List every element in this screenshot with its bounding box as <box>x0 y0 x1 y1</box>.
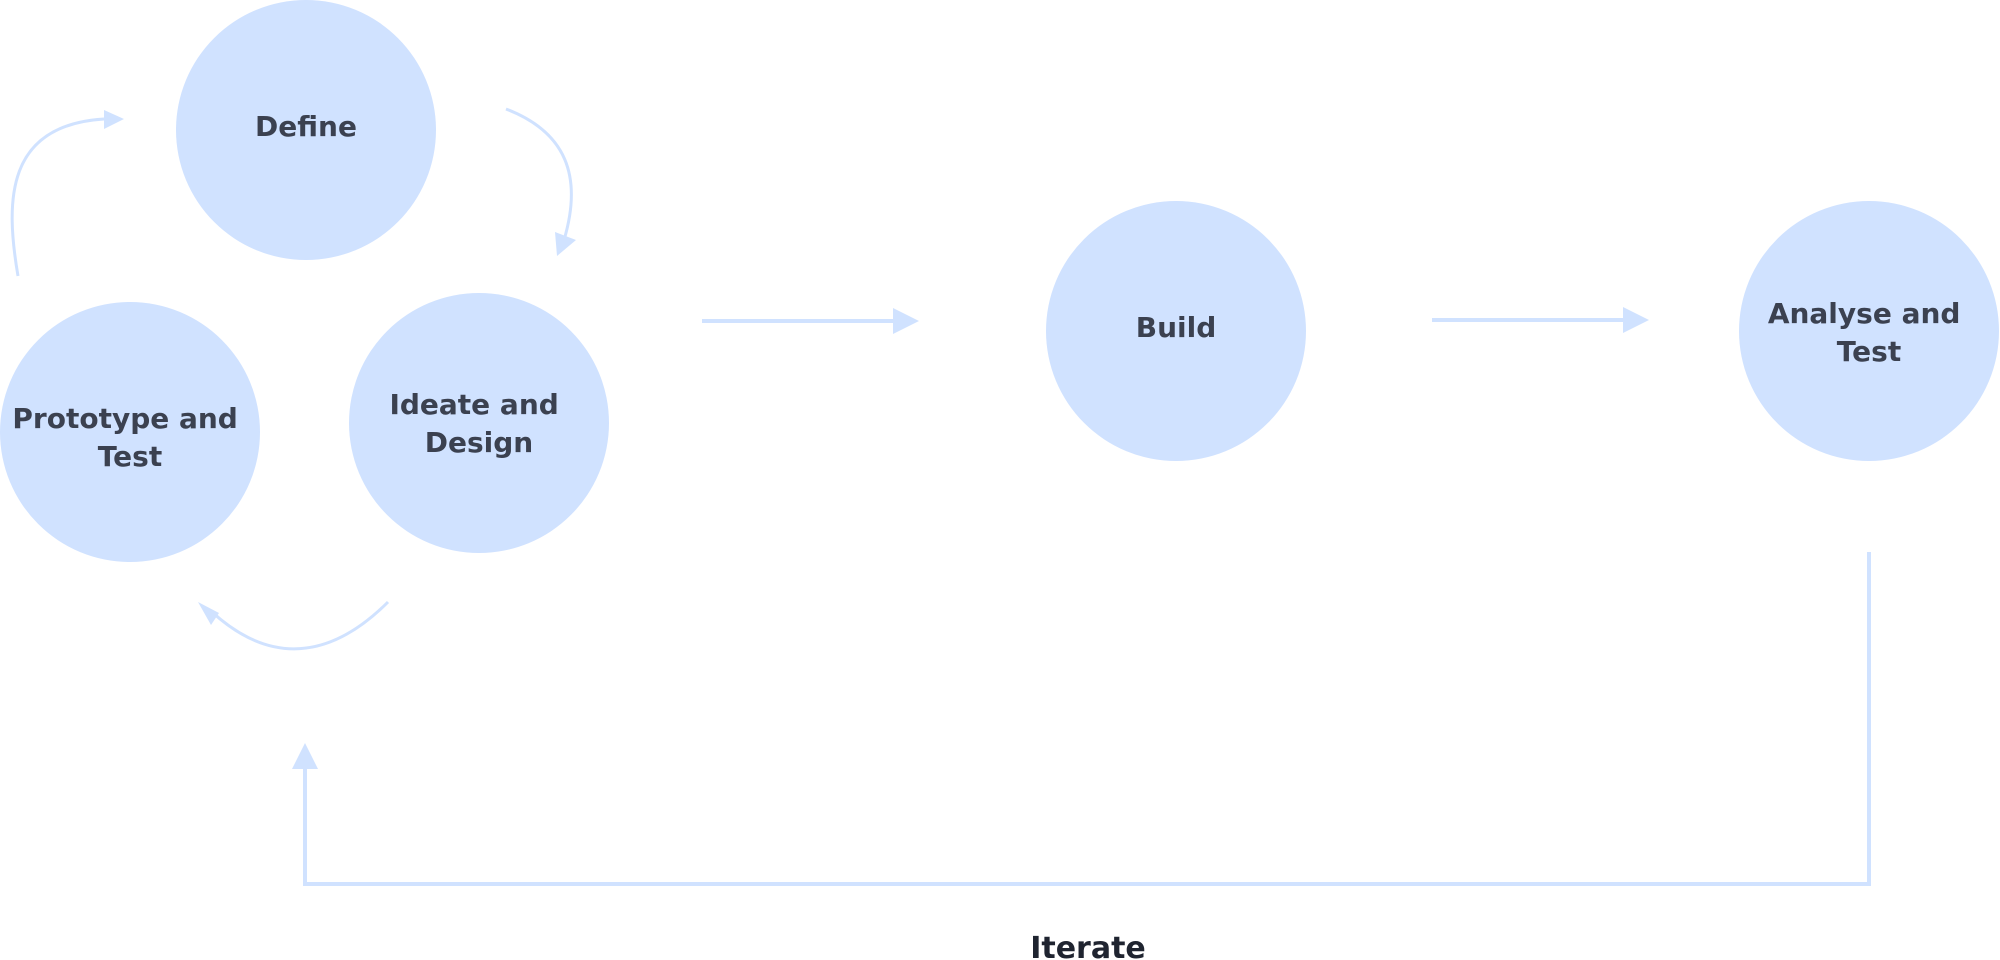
arrow-to-build <box>702 308 919 334</box>
node-define: Define <box>176 0 436 260</box>
node-define-circle <box>176 0 436 260</box>
node-prototype-label-line-1: Prototype and <box>12 402 237 435</box>
node-ideate-label-line-1: Ideate and <box>389 388 558 421</box>
node-analyse-circle <box>1739 201 1999 461</box>
node-define-label: Define <box>255 110 357 143</box>
node-build-circle <box>1046 201 1306 461</box>
cycle-arrow-define-to-ideate <box>505 107 576 256</box>
node-ideate-circle <box>349 293 609 553</box>
node-ideate-label-line-2: Design <box>425 426 533 459</box>
node-analyse-and-test: Analyse and Test <box>1739 201 1999 461</box>
node-analyse-label: Analyse and Test <box>1768 297 1970 368</box>
cycle-arrow-prototype-to-define <box>10 110 124 277</box>
node-prototype-label: Prototype and Test <box>12 402 247 473</box>
arrow-to-analyse <box>1432 307 1649 333</box>
node-ideate-and-design: Ideate and Design <box>349 293 609 553</box>
node-build: Build <box>1046 201 1306 461</box>
node-ideate-label: Ideate and Design <box>389 388 568 459</box>
iterate-loop-connector <box>292 552 1871 886</box>
node-analyse-label-line-1: Analyse and <box>1768 297 1961 330</box>
iterate-label: Iterate <box>1030 931 1146 960</box>
node-prototype-circle <box>0 302 260 562</box>
node-prototype-and-test: Prototype and Test <box>0 302 260 562</box>
node-build-label: Build <box>1136 311 1217 344</box>
node-analyse-label-line-2: Test <box>1837 335 1901 368</box>
node-prototype-label-line-2: Test <box>98 440 162 473</box>
cycle-arrow-ideate-to-prototype <box>198 600 390 651</box>
